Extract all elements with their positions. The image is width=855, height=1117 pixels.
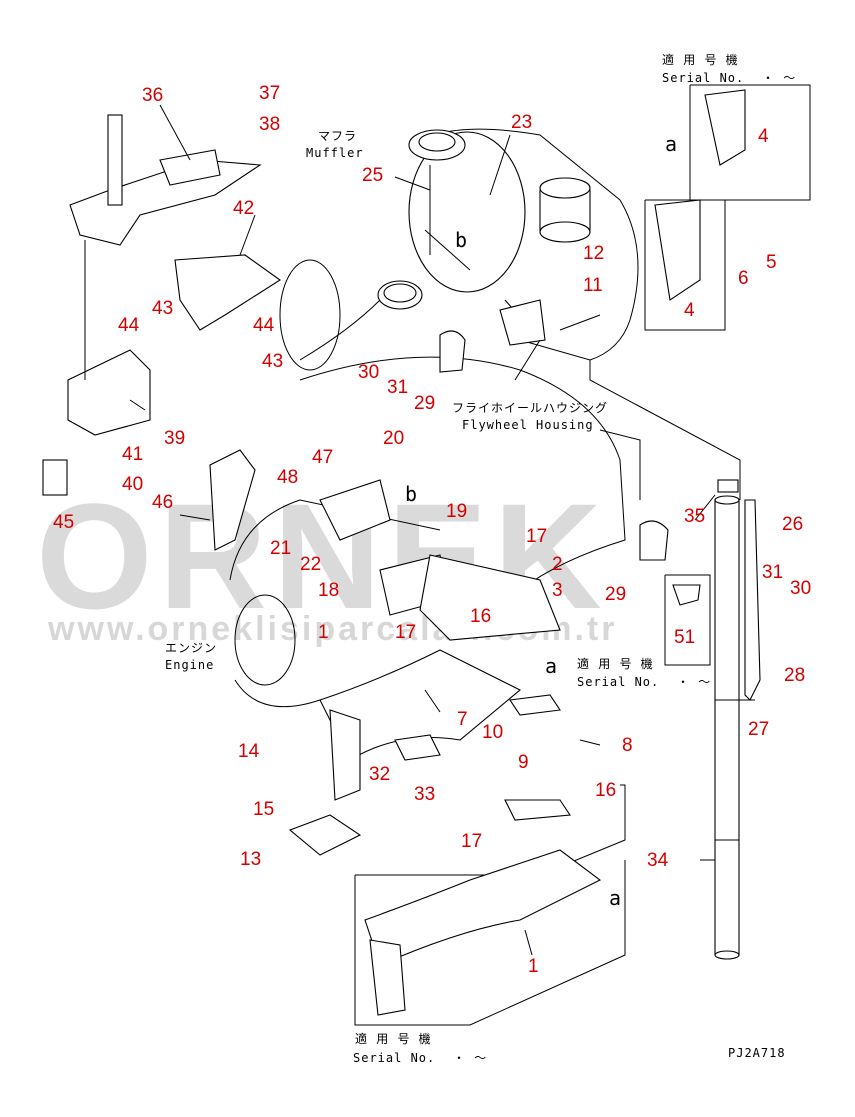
part-label: 6 bbox=[738, 268, 749, 289]
part-label: 15 bbox=[253, 799, 274, 820]
part-label: 1 bbox=[318, 622, 329, 643]
captions: 適 用 号 機 Serial No. ・ ～ マフラ Muffler フライホイ… bbox=[165, 52, 796, 1065]
part-label: 39 bbox=[164, 428, 185, 449]
serial-caption-mid-jp: 適 用 号 機 bbox=[577, 656, 654, 671]
part-label: 32 bbox=[369, 764, 390, 785]
part-label: 42 bbox=[233, 198, 254, 219]
view-marker: a bbox=[665, 132, 678, 156]
part-label: 17 bbox=[395, 622, 416, 643]
part-label: 46 bbox=[152, 492, 173, 513]
part-label: 48 bbox=[277, 467, 298, 488]
leader-lines bbox=[129, 104, 755, 956]
part-label: 21 bbox=[270, 538, 291, 559]
muffler-caption-en: Muffler bbox=[306, 146, 364, 160]
flywheel-caption-jp: フライホイールハウジング bbox=[452, 401, 608, 415]
part-label: 44 bbox=[253, 315, 275, 336]
part-label: 20 bbox=[383, 428, 404, 449]
serial-caption-bottom-jp: 適 用 号 機 bbox=[355, 1031, 432, 1046]
part-label: 25 bbox=[362, 165, 383, 186]
engine-caption-en: Engine bbox=[165, 658, 214, 672]
part-label: 29 bbox=[414, 393, 435, 414]
part-label: 11 bbox=[583, 275, 603, 296]
lower-detail-frame bbox=[354, 784, 626, 1026]
muffler bbox=[279, 128, 639, 371]
part-label: 8 bbox=[622, 735, 633, 756]
part-label: 3 bbox=[552, 580, 563, 601]
part-label: 34 bbox=[647, 850, 669, 871]
part-label: 35 bbox=[684, 506, 705, 527]
part-label: 28 bbox=[784, 665, 805, 686]
upper-bracket-assembly bbox=[42, 114, 281, 551]
muffler-caption-jp: マフラ bbox=[318, 129, 357, 143]
part-label: 45 bbox=[53, 512, 74, 533]
serial-caption-bottom-range: ・ ～ bbox=[453, 1051, 487, 1065]
part-label: 12 bbox=[583, 243, 604, 264]
part-label: 40 bbox=[122, 474, 143, 495]
part-label: 9 bbox=[518, 752, 529, 773]
part-label: 16 bbox=[595, 780, 616, 801]
main-brackets bbox=[288, 299, 669, 856]
part-label: 10 bbox=[482, 722, 503, 743]
part-label: 17 bbox=[526, 526, 547, 547]
serial-caption-top-en: Serial No. bbox=[662, 71, 744, 85]
part-label: 14 bbox=[238, 741, 260, 762]
part-label: 19 bbox=[446, 501, 467, 522]
view-marker: a bbox=[609, 886, 622, 910]
part-label: 18 bbox=[318, 580, 339, 601]
part-label: 51 bbox=[674, 627, 695, 648]
part-label: 27 bbox=[748, 719, 769, 740]
serial-caption-mid-en: Serial No. bbox=[577, 675, 659, 689]
part-label: 31 bbox=[762, 562, 783, 583]
drawing-code: PJ2A718 bbox=[728, 1046, 786, 1060]
engine-block bbox=[229, 356, 641, 708]
part-label: 5 bbox=[766, 252, 777, 273]
part-label: 2 bbox=[552, 554, 563, 575]
serial-caption-top-jp: 適 用 号 機 bbox=[662, 52, 739, 67]
part-label: 16 bbox=[470, 606, 491, 627]
part-label: 33 bbox=[414, 784, 435, 805]
view-marker: a bbox=[545, 654, 558, 678]
part-label: 26 bbox=[782, 514, 803, 535]
serial-caption-bottom-en: Serial No. bbox=[353, 1051, 435, 1065]
part-label: 37 bbox=[259, 83, 280, 104]
part-label: 1 bbox=[528, 956, 539, 977]
view-marker: b bbox=[405, 482, 418, 506]
part-labels: 36 37 38 23 25 42 43 44 44 43 39 41 40 4… bbox=[53, 83, 811, 977]
part-label: 17 bbox=[461, 831, 482, 852]
part-label: 23 bbox=[511, 112, 532, 133]
part-label: 36 bbox=[142, 85, 163, 106]
part-label: 43 bbox=[262, 351, 283, 372]
serial-caption-top-range: ・ ～ bbox=[762, 71, 796, 85]
serial-caption-mid-range: ・ ～ bbox=[677, 675, 711, 689]
view-marker: b bbox=[455, 228, 468, 252]
part-label: 38 bbox=[259, 114, 280, 135]
part-label: 4 bbox=[684, 300, 695, 321]
part-label: 22 bbox=[300, 554, 321, 575]
view-markers: a b b a a bbox=[405, 132, 678, 910]
part-label: 30 bbox=[358, 362, 379, 383]
engine-caption-jp: エンジン bbox=[165, 641, 217, 655]
right-detail-frame bbox=[644, 84, 811, 666]
part-label: 43 bbox=[152, 298, 173, 319]
part-label: 29 bbox=[605, 584, 626, 605]
flywheel-caption-en: Flywheel Housing bbox=[462, 418, 594, 432]
part-label: 44 bbox=[118, 315, 140, 336]
part-label: 47 bbox=[312, 447, 333, 468]
part-label: 13 bbox=[240, 849, 261, 870]
part-label: 31 bbox=[387, 377, 408, 398]
part-label: 41 bbox=[122, 444, 143, 465]
part-label: 4 bbox=[758, 126, 769, 147]
part-label: 7 bbox=[457, 709, 468, 730]
part-label: 30 bbox=[790, 578, 811, 599]
